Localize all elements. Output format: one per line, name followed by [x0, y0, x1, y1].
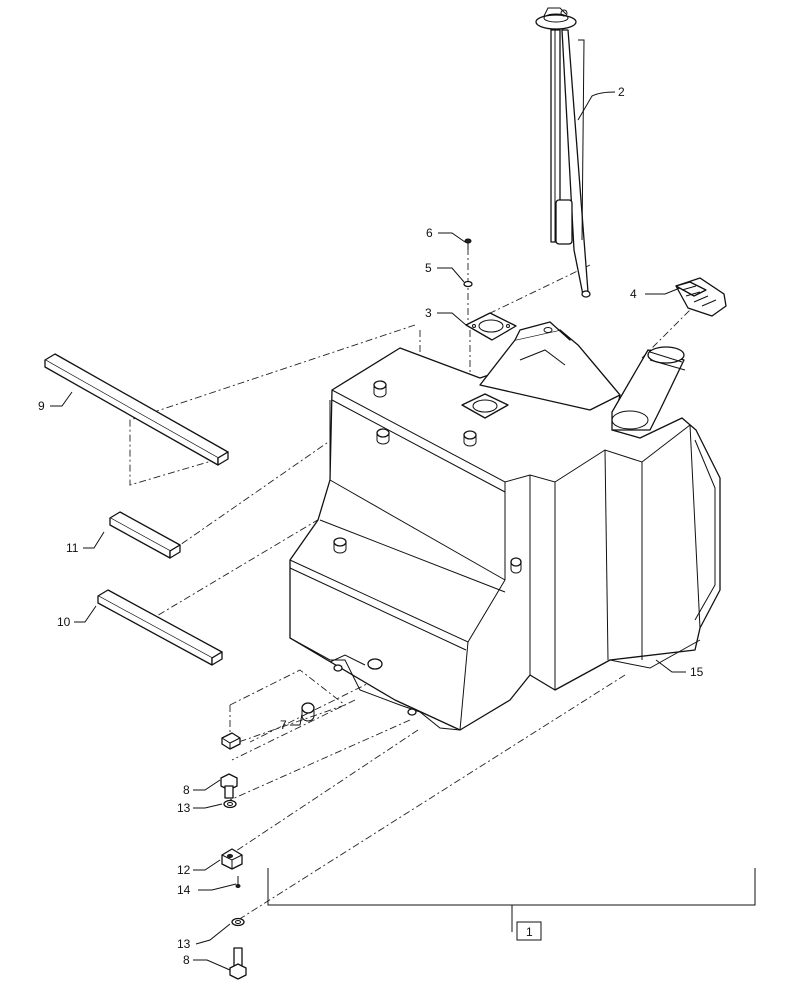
- fuel-cap: [675, 277, 727, 317]
- fuel-tank: [289, 321, 721, 731]
- callout-5: 5: [425, 261, 432, 275]
- callout-2: 2: [618, 85, 625, 99]
- nut-clip-lower: [221, 848, 243, 870]
- strip-long: [44, 353, 229, 466]
- kit-bracket: [267, 868, 756, 941]
- callout-10: 10: [57, 615, 71, 629]
- callout-3: 3: [425, 306, 432, 320]
- gasket: [465, 312, 517, 341]
- callout-11: 11: [66, 541, 79, 555]
- callout-15: 15: [690, 665, 704, 679]
- callout-labels: 1 2 3 4 5 6 7 8 8 9 10 11 12 13 13 14 15: [38, 85, 704, 967]
- callout-12: 12: [177, 863, 191, 877]
- fuel-sending-unit: [535, 7, 591, 298]
- bolt-lower: [229, 947, 247, 980]
- callout-13-lower: 13: [177, 937, 191, 951]
- nut-clip-upper: [221, 732, 241, 750]
- washer-upper: [223, 799, 237, 809]
- callout-4: 4: [630, 287, 637, 301]
- washer: [463, 280, 473, 288]
- callout-8-lower: 8: [183, 953, 190, 967]
- washer-lower: [231, 917, 245, 927]
- callout-7: 7: [280, 718, 287, 732]
- strip-short: [109, 511, 181, 559]
- fitting: [301, 702, 315, 722]
- callout-9: 9: [38, 399, 45, 413]
- callout-1: 1: [526, 925, 533, 939]
- callout-leaders: [50, 91, 686, 971]
- rivet: [235, 876, 241, 888]
- screw: [464, 238, 472, 250]
- callout-13-upper: 13: [177, 801, 191, 815]
- callout-14: 14: [177, 883, 191, 897]
- callout-6: 6: [426, 226, 433, 240]
- strip-medium: [97, 589, 223, 666]
- callout-8-upper: 8: [183, 783, 190, 797]
- bolt-upper: [220, 773, 238, 799]
